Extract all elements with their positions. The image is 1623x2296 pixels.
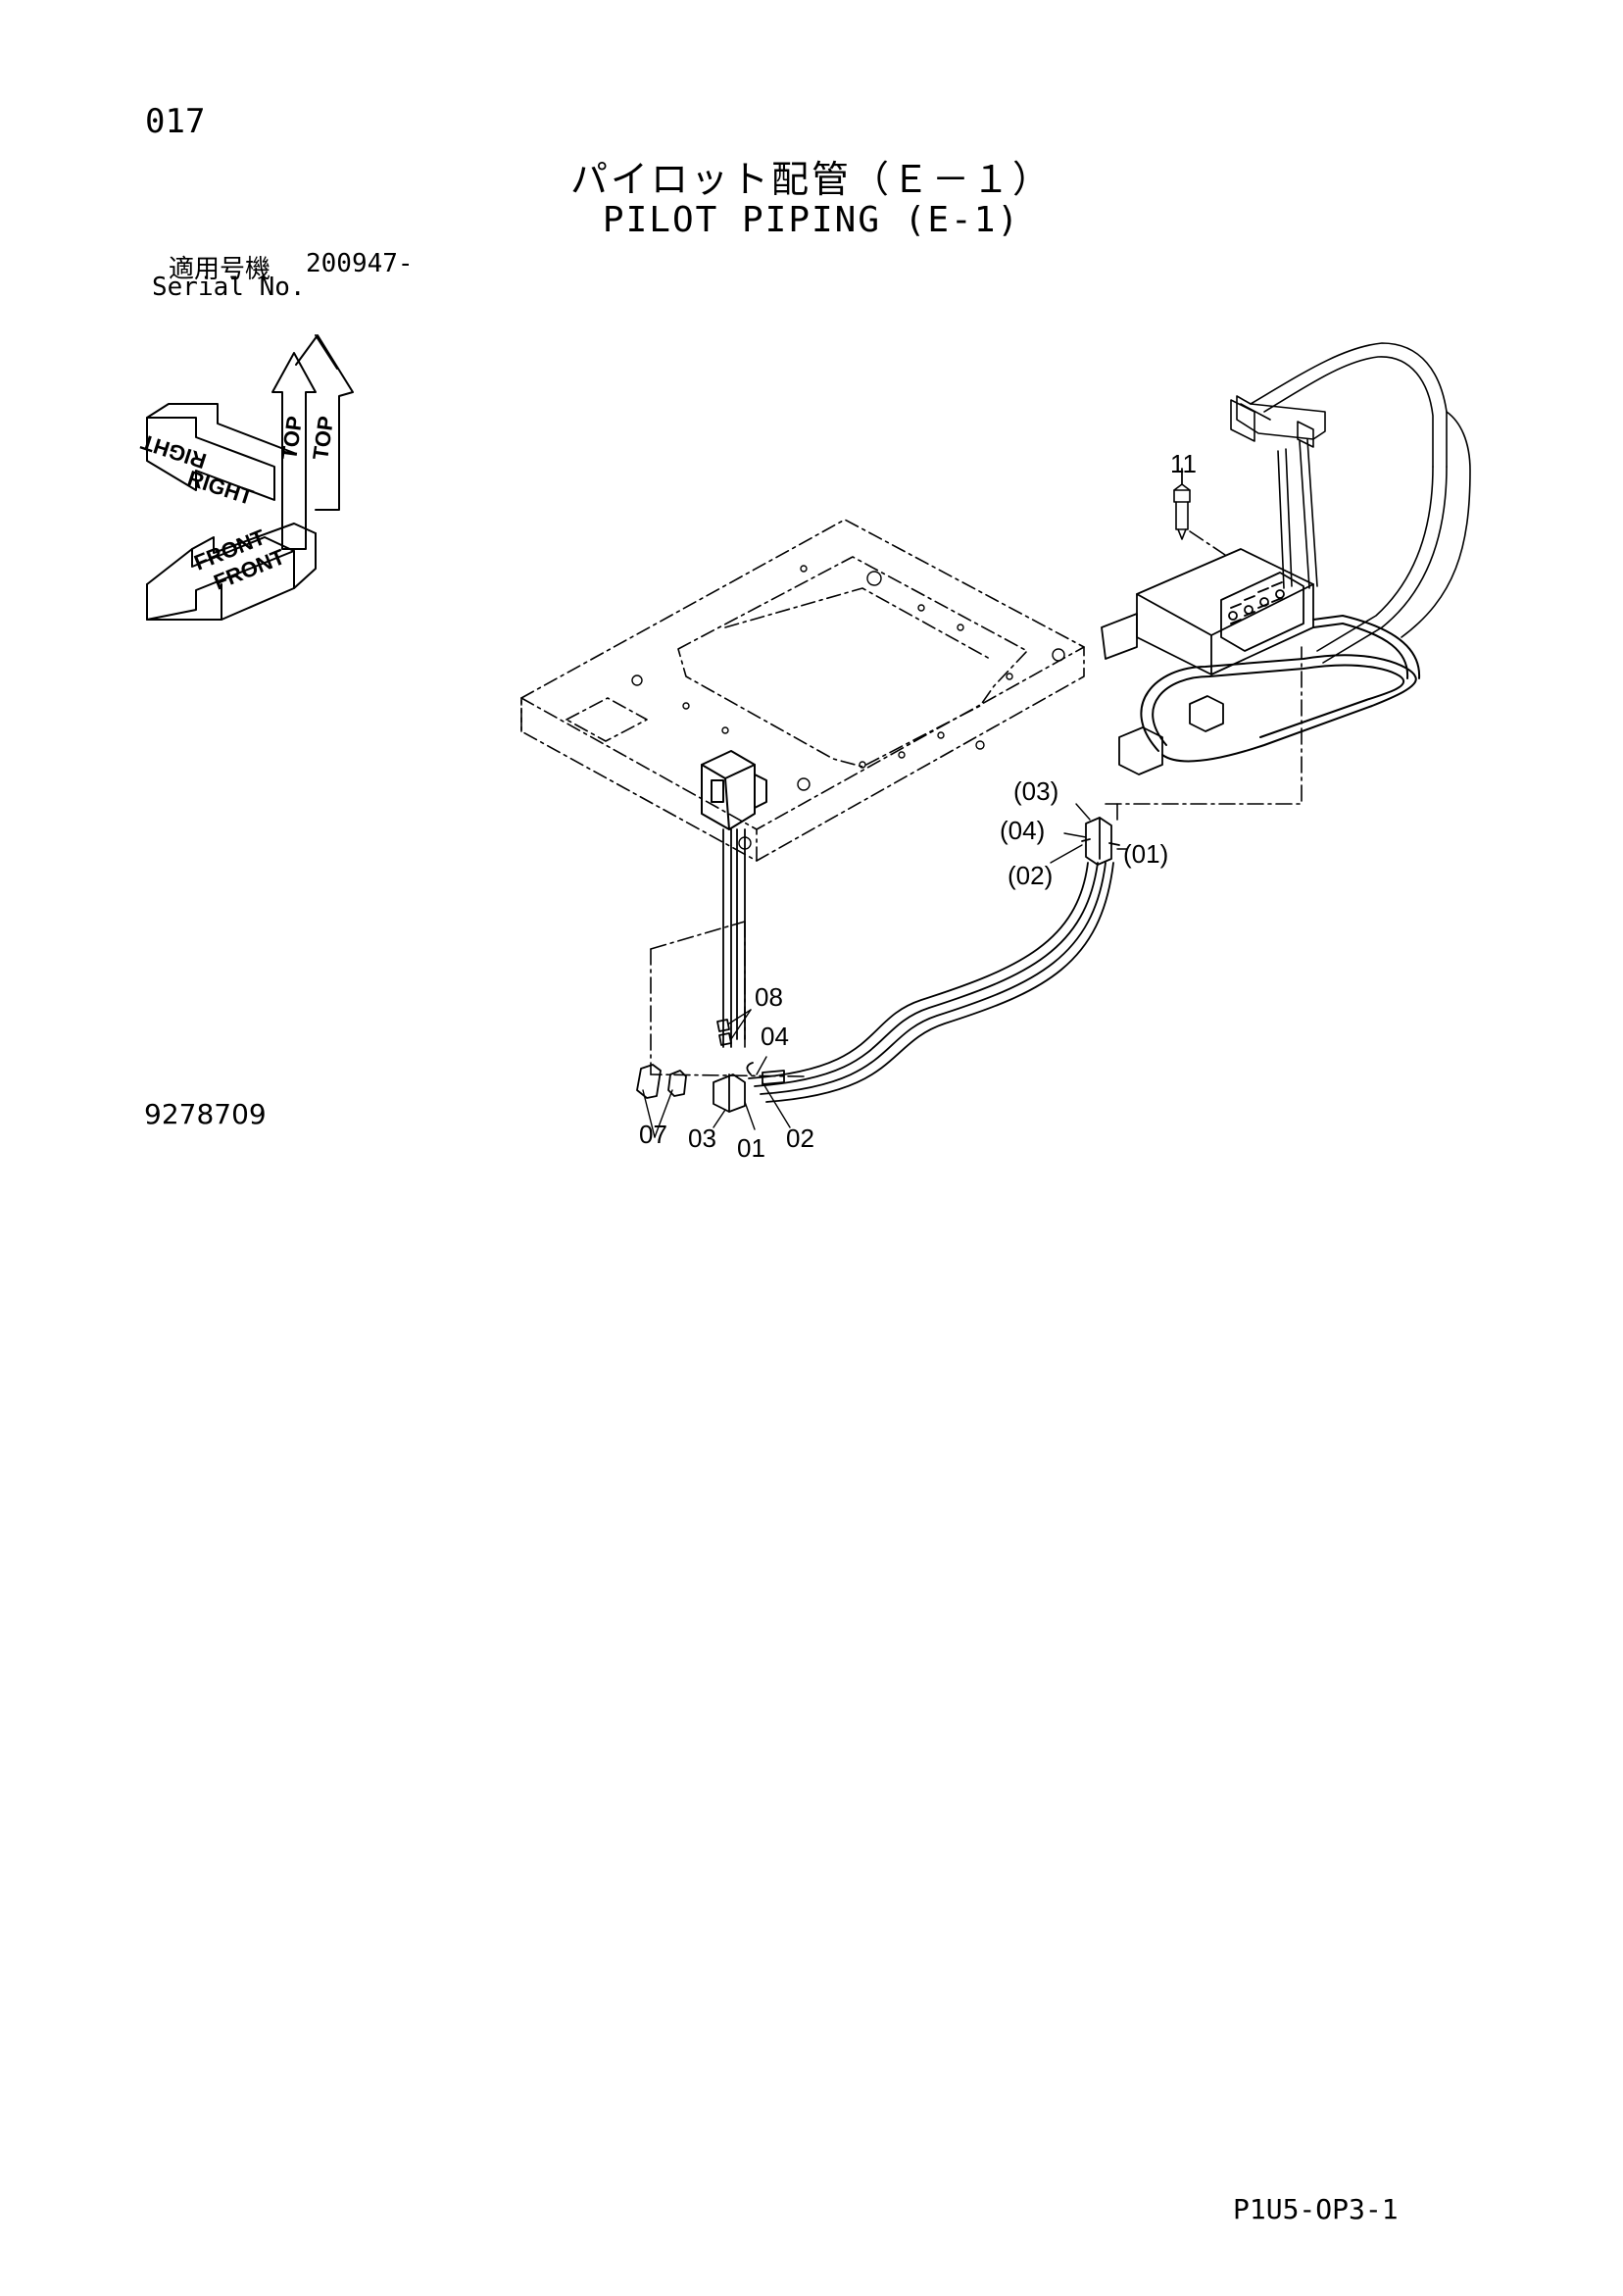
callout-07: 07 (639, 1120, 667, 1149)
leader-lines (650, 530, 1303, 1077)
callout-02: 02 (786, 1123, 814, 1153)
callout-03-paren: (03) (1013, 776, 1058, 806)
callout-leaders (642, 468, 1183, 1138)
fittings-right (1081, 817, 1120, 866)
callout-03: 03 (688, 1123, 716, 1153)
orientation-indicator: TOP TOP RIGHT RIGHT FRONT FRONT (137, 334, 354, 621)
callout-labels: 11 (03) (04) (01) (02) 08 04 07 03 01 02 (639, 449, 1197, 1163)
callout-11: 11 (1170, 449, 1197, 478)
cable-harness (1140, 615, 1421, 763)
control-bracket (1101, 548, 1314, 775)
callout-02-paren: (02) (1008, 861, 1053, 890)
callout-01: 01 (737, 1133, 765, 1163)
floor-plate-holes (631, 565, 1065, 850)
page-title-japanese: パイロット配管（Ｅ－１） (569, 158, 1053, 201)
floor-plate (520, 519, 1085, 862)
serial-label-japanese: 適用号機 (169, 255, 271, 284)
top-label-1: TOP (276, 415, 307, 462)
serial-number-value: 200947- (306, 249, 414, 278)
seat-frame (1230, 342, 1471, 664)
hose-bundle (746, 862, 1114, 1103)
page-code: P1U5-OP3-1 (1233, 2193, 1399, 2225)
drawing-id: 9278709 (144, 1098, 267, 1130)
right-label-2: RIGHT (137, 429, 209, 474)
callout-08: 08 (755, 982, 783, 1012)
callout-04: 04 (761, 1022, 789, 1051)
page-title-english: PILOT PIPING (E-1) (602, 200, 1021, 240)
top-label-2: TOP (308, 415, 338, 462)
vertical-hoses (722, 828, 746, 1048)
fittings-left (636, 1019, 785, 1113)
callout-01-paren: (01) (1123, 839, 1168, 869)
callout-04-paren: (04) (1000, 816, 1045, 845)
pilot-valve (701, 750, 767, 830)
serial-label-english: Serial No. (152, 273, 306, 302)
page-number: 017 (145, 102, 206, 141)
